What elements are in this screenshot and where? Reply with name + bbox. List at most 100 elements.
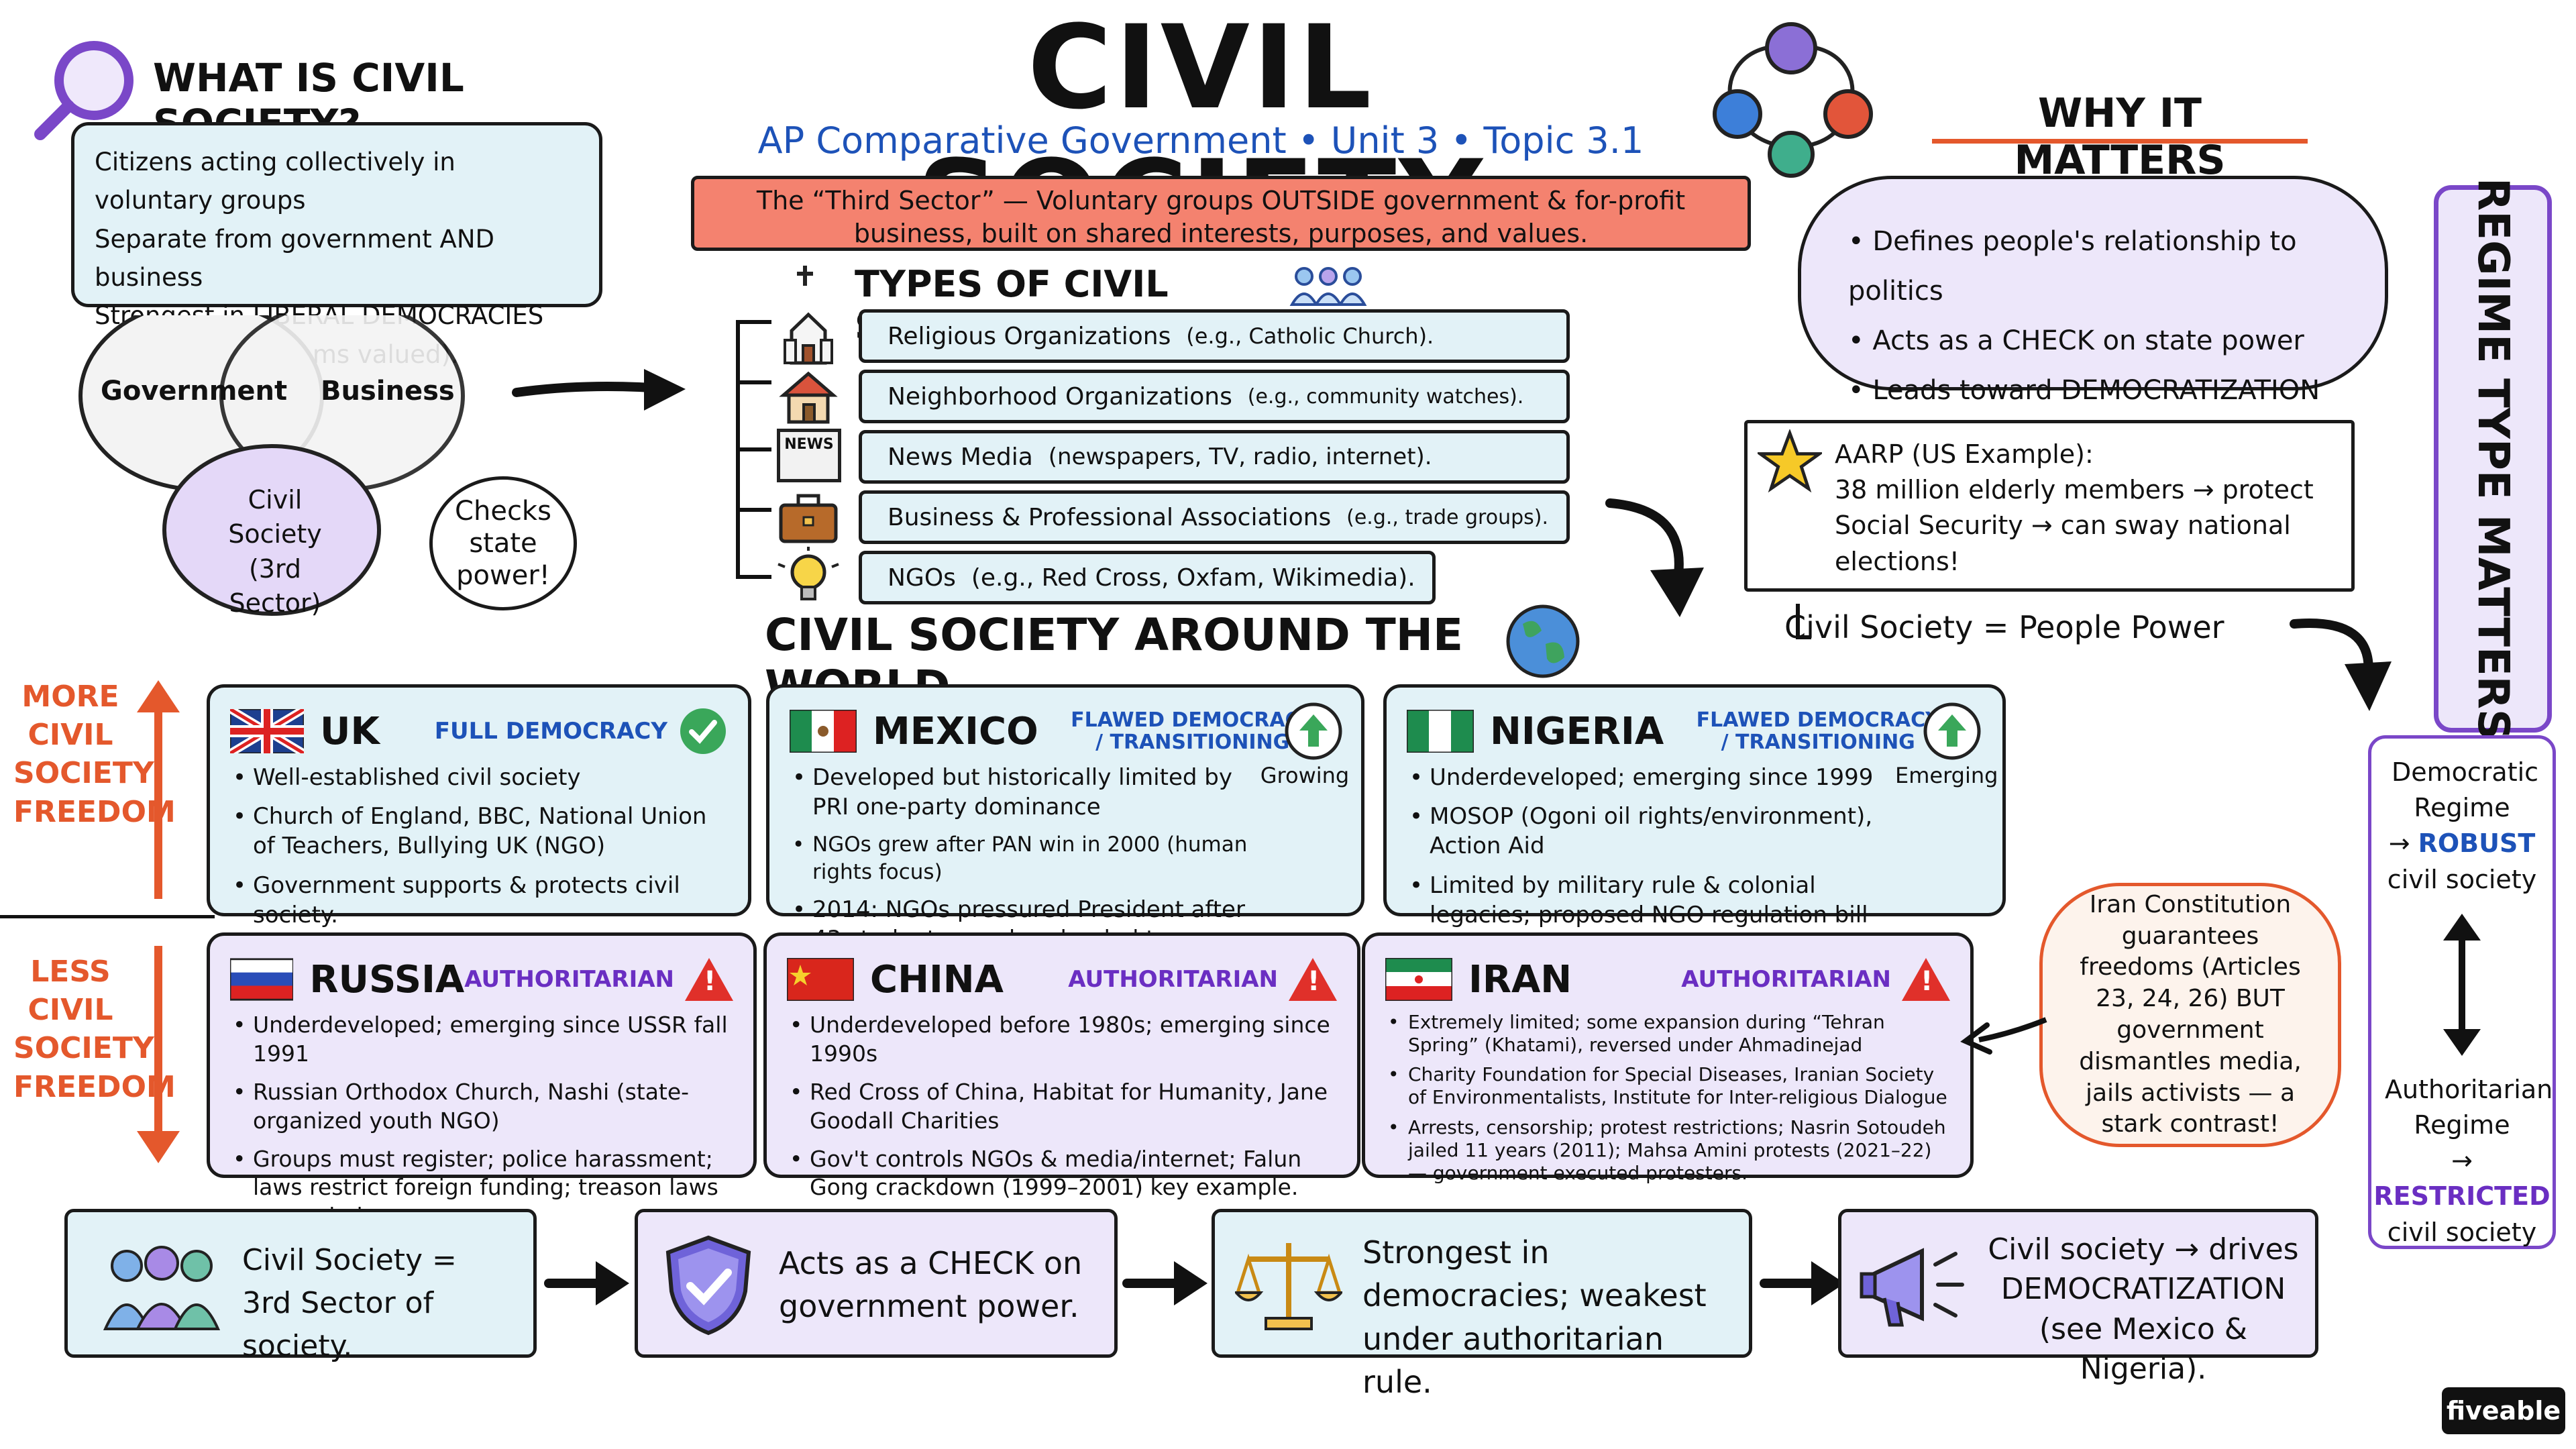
country-bullet: Church of England, BBC, National Union o… <box>230 802 732 861</box>
why-item: • Acts as a CHECK on state power <box>1848 325 2304 356</box>
type-example: (newspapers, TV, radio, internet). <box>1048 443 1432 470</box>
type-item-business-associations: Business & Professional Associations (e.… <box>859 490 1570 544</box>
world-heading: CIVIL SOCIETY AROUND THE WORLD <box>765 609 1464 712</box>
type-example: (e.g., Catholic Church). <box>1186 323 1434 349</box>
double-arrow-icon <box>2443 913 2481 1056</box>
country-status: Growing <box>1260 763 1350 788</box>
venn-civil-society-label: Civil Society (3rd Sector) <box>228 485 322 618</box>
iran-flag-icon <box>1385 958 1452 1001</box>
summary-text: Acts as a CHECK on government power. <box>779 1245 1083 1325</box>
type-item-news-media: News Media (newspapers, TV, radio, inter… <box>859 430 1570 484</box>
china-flag-icon <box>787 958 854 1001</box>
lightbulb-icon <box>777 547 839 600</box>
russia-flag-icon <box>230 958 294 1001</box>
type-item-ngos: NGOs (e.g., Red Cross, Oxfam, Wikimedia)… <box>859 551 1436 604</box>
country-bullet: Government supports & protects civil soc… <box>230 871 732 930</box>
summary-card: Acts as a CHECK on government power. <box>635 1209 1118 1358</box>
country-card-nigeria: NIGERIA FLAWED DEMOCRACY / TRANSITIONING… <box>1383 684 2006 987</box>
what-is-line: Citizens acting collectively in voluntar… <box>95 148 455 215</box>
brand-badge: fiveable <box>2442 1387 2565 1434</box>
why-cloud: • Defines people's relationship to polit… <box>1798 176 2388 406</box>
venn-government-label: Government <box>101 376 288 407</box>
briefcase-icon <box>779 494 838 543</box>
what-is-box: Citizens acting collectively in voluntar… <box>71 122 602 369</box>
mexico-flag-icon <box>790 710 857 753</box>
country-bullet: Extremely limited; some expansion during… <box>1385 1011 1954 1057</box>
country-card-iran: IRAN AUTHORITARIAN ! Extremely limited; … <box>1362 932 1974 1184</box>
type-label: News Media <box>888 443 1033 471</box>
arrow-icon <box>1760 1261 1845 1305</box>
people-icon <box>103 1246 221 1330</box>
definition-banner: The “Third Sector” — Voluntary groups OU… <box>691 176 1751 251</box>
people-power-arrow-icon <box>1796 604 2392 711</box>
country-tag: AUTHORITARIAN <box>1068 966 1278 993</box>
country-bullet: Gov't controls NGOs & media/internet; Fa… <box>787 1145 1341 1203</box>
country-name: NIGERIA <box>1490 709 1664 753</box>
aarp-text: 38 million elderly members → protect Soc… <box>1835 475 2314 576</box>
type-label: Religious Organizations <box>888 322 1171 350</box>
robust-tail: civil society <box>2387 864 2537 894</box>
up-arrow-icon <box>137 680 180 899</box>
magnifier-icon <box>34 41 133 140</box>
country-bullet: Red Cross of China, Habitat for Humanity… <box>787 1078 1341 1136</box>
country-bullet: Charity Foundation for Special Diseases,… <box>1385 1063 1954 1109</box>
regime-heading: REGIME TYPE MATTERS <box>2468 177 2518 741</box>
venn-diagram <box>78 315 465 616</box>
summary-card: Strongest in democracies; weakest under … <box>1212 1209 1752 1400</box>
country-name: IRAN <box>1468 957 1572 1002</box>
country-tag: FLAWED DEMOCRACY / TRANSITIONING <box>1071 708 1315 754</box>
page-title: CIVIL SOCIETY <box>916 0 1483 270</box>
more-freedom-label: MORE CIVIL SOCIETY FREEDOM <box>13 680 176 829</box>
people-power-text: Civil Society = People Power <box>1784 609 2224 645</box>
type-example: (e.g., community watches). <box>1247 384 1524 409</box>
aarp-title: AARP (US Example): <box>1835 439 2094 469</box>
curved-arrow-icon <box>1605 498 1704 617</box>
iran-note: Iran Constitution guarantees freedoms (A… <box>2039 883 2341 1147</box>
arrow-icon <box>544 1261 629 1305</box>
types-heading: TYPES OF CIVIL SOCIETY <box>855 263 1169 347</box>
type-row: Neighborhood Organizations (e.g., commun… <box>771 366 1570 426</box>
note-arrow-icon <box>1960 1017 2047 1055</box>
regime-banner: REGIME TYPE MATTERS <box>2434 178 2552 740</box>
globe-icon <box>1506 604 1580 678</box>
country-card-uk: UK FULL DEMOCRACY Well-established civil… <box>207 684 751 928</box>
country-bullet: Arrests, censorship; protest restriction… <box>1385 1116 1954 1185</box>
star-icon <box>1758 429 1822 493</box>
summary-text: Strongest in democracies; weakest under … <box>1362 1234 1707 1401</box>
down-arrow-icon <box>137 946 180 1163</box>
scales-icon <box>1235 1243 1342 1330</box>
country-bullet: Russian Orthodox Church, Nashi (state-or… <box>230 1078 737 1136</box>
country-name: UK <box>320 709 380 753</box>
country-card-china: CHINA AUTHORITARIAN ! Underdeveloped bef… <box>763 932 1360 1200</box>
checkmark-icon <box>680 708 726 754</box>
what-is-heading: WHAT IS CIVIL SOCIETY? <box>153 55 464 146</box>
iran-note-text: Iran Constitution guarantees freedoms (A… <box>2079 890 2302 1138</box>
authoritarian-regime-label: Authoritarian Regime <box>2385 1074 2553 1140</box>
robust-label: → ROBUST <box>2388 828 2536 859</box>
country-name: CHINA <box>870 957 1004 1002</box>
country-tag: AUTHORITARIAN <box>464 966 674 993</box>
country-bullet: Underdeveloped before 1980s; emerging si… <box>787 1011 1341 1069</box>
page-subtitle: AP Comparative Government • Unit 3 • Top… <box>757 119 1644 162</box>
why-heading: WHY IT MATTERS <box>1932 90 2308 184</box>
restricted-label: → RESTRICTED <box>2373 1146 2551 1212</box>
checks-bubble-text: Checks state power! <box>455 496 551 591</box>
why-item: • Leads toward DEMOCRATIZATION <box>1848 375 2320 406</box>
megaphone-icon <box>1860 1248 1964 1327</box>
nigeria-flag-icon <box>1407 710 1474 753</box>
country-bullet: Underdeveloped; emerging since USSR fall… <box>230 1011 737 1069</box>
summary-card: Civil society → drives DEMOCRATIZATION (… <box>1838 1209 2318 1386</box>
restricted-tail: civil society <box>2387 1217 2537 1247</box>
warning-icon: ! <box>685 958 733 1001</box>
newspaper-icon: NEWS <box>777 429 841 482</box>
regime-box: Democratic Regime → ROBUST civil society… <box>2368 735 2556 1249</box>
divider-line <box>0 915 215 918</box>
country-name: MEXICO <box>873 709 1038 753</box>
country-card-russia: RUSSIA AUTHORITARIAN ! Underdeveloped; e… <box>207 932 757 1229</box>
why-item: • Defines people's relationship to polit… <box>1848 226 2297 307</box>
summary-text: Civil Society = 3rd Sector of society. <box>242 1243 457 1363</box>
type-item-religious: Religious Organizations (e.g., Catholic … <box>859 309 1570 363</box>
country-name: RUSSIA <box>309 957 465 1002</box>
checks-bubble: Checks state power! <box>429 476 577 610</box>
type-example: (e.g., trade groups). <box>1346 505 1549 529</box>
